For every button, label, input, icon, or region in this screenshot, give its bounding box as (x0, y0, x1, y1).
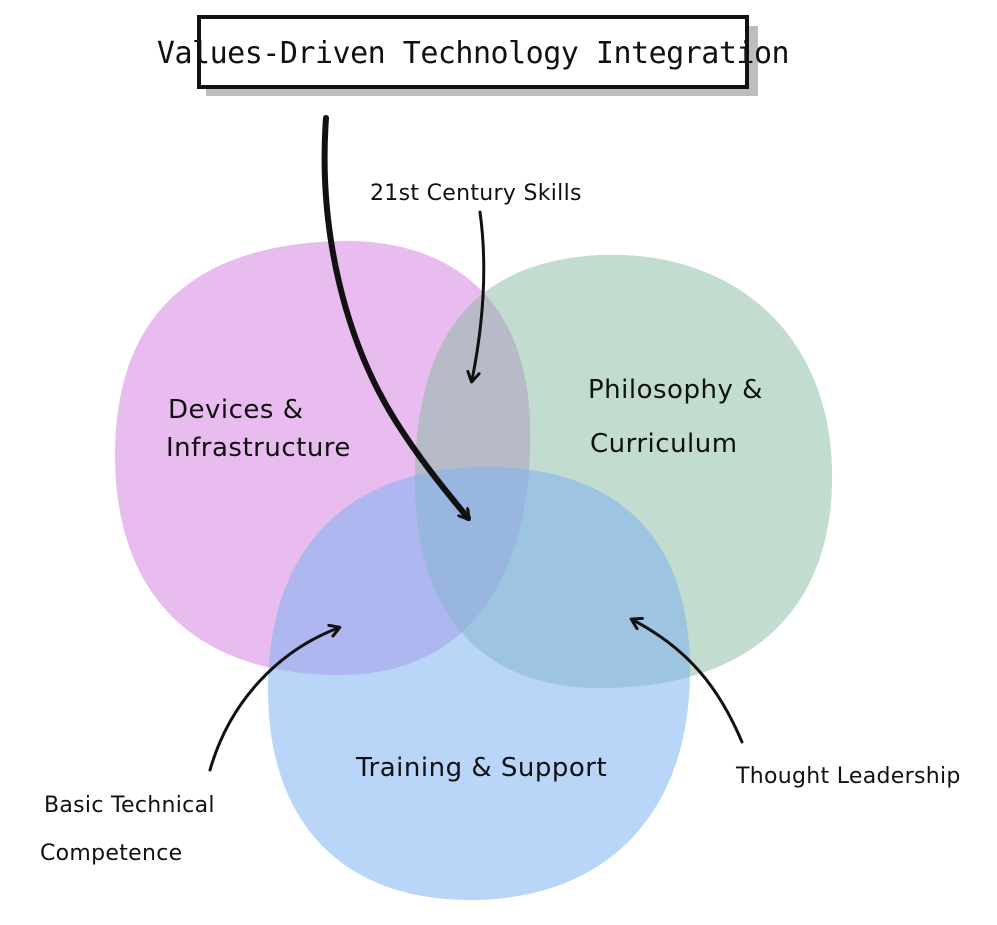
circle-training-support (268, 466, 690, 900)
annotation-thought-leadership: Thought Leadership (735, 764, 961, 789)
title-frame (197, 15, 749, 89)
label-philosophy-line1: Philosophy & (588, 375, 763, 405)
arrow-21st-century-skills (472, 210, 486, 380)
arrow-title-to-center (321, 115, 471, 518)
annotation-basic-line1: Basic Technical (44, 793, 215, 818)
label-devices-line1: Devices & (168, 395, 304, 425)
label-training-support: Training & Support (355, 753, 607, 783)
annotation-basic-line2: Competence (40, 841, 183, 866)
annotation-21st-century-skills: 21st Century Skills (370, 181, 582, 206)
arrow-thought-leadership (633, 620, 744, 744)
page-title: Values-Driven Technology Integration (157, 36, 789, 71)
label-philosophy-line2: Curriculum (590, 429, 738, 459)
arrow-basic-technical-competence (208, 628, 338, 772)
venn-circles (115, 240, 833, 900)
title-box: Values-Driven Technology Integration (157, 15, 790, 96)
label-devices-line2: Infrastructure (166, 433, 351, 463)
